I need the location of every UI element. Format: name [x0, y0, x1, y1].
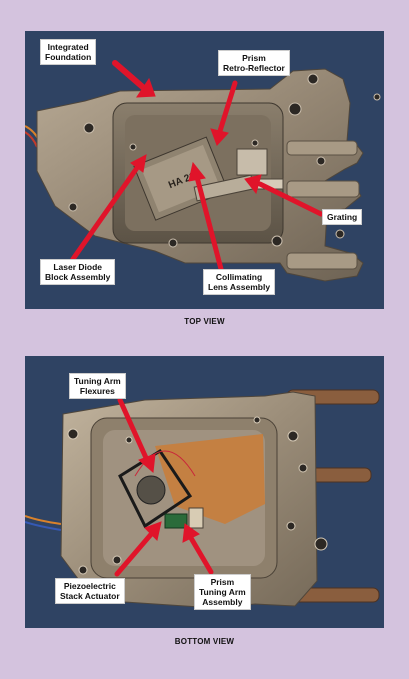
label-integrated-foundation: Integrated Foundation — [40, 39, 97, 65]
caption-bottom-view: BOTTOM VIEW — [174, 637, 235, 646]
label-grating: Grating — [322, 209, 363, 225]
top-view-photo: HA 219 Integrated Foundation Prism Retro… — [25, 31, 384, 309]
bottom-arrows — [114, 397, 214, 577]
label-laser-diode: Laser Diode Block Assembly — [40, 259, 116, 285]
label-prism-retro-reflector: Prism Retro-Reflector — [218, 50, 290, 76]
bottom-view-illustration — [25, 389, 380, 609]
label-tuning-arm-flexures: Tuning Arm Flexures — [69, 373, 126, 399]
top-view-illustration: HA 219 — [25, 60, 381, 282]
bottom-view-photo: Tuning Arm Flexures Piezoelectric Stack … — [25, 356, 384, 628]
top-arrows — [70, 60, 324, 272]
label-collimating-lens: Collimating Lens Assembly — [203, 269, 276, 295]
label-piezoelectric: Piezoelectric Stack Actuator — [55, 578, 125, 604]
caption-top-view: TOP VIEW — [184, 317, 225, 326]
label-prism-tuning-arm: Prism Tuning Arm Assembly — [194, 574, 251, 610]
